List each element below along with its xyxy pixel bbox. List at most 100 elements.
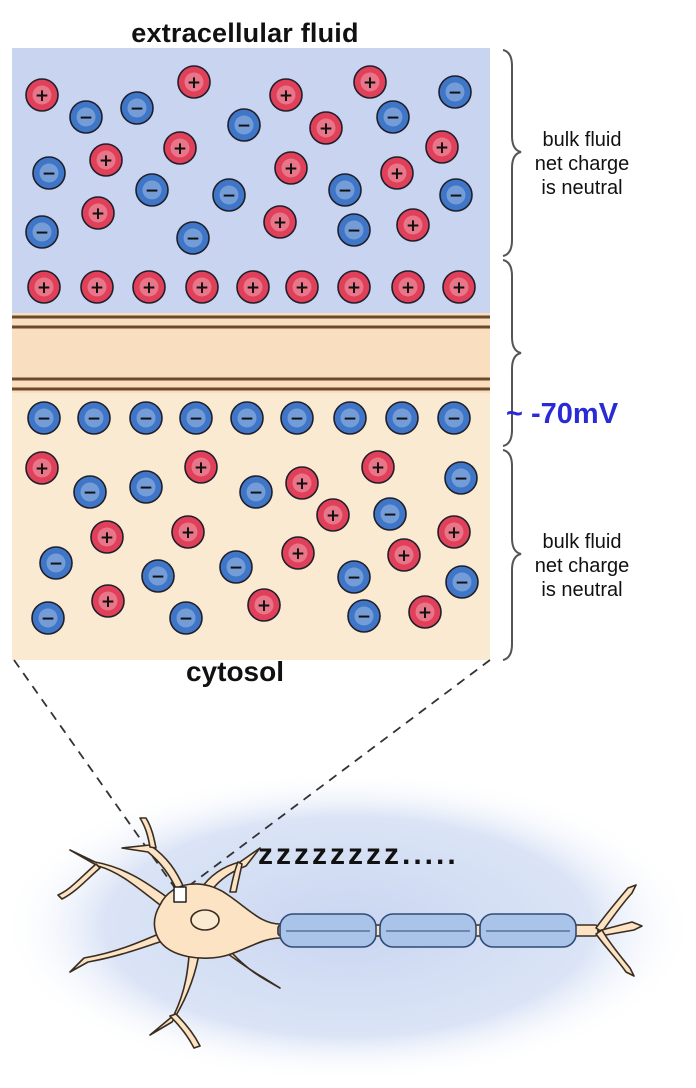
svg-text:+: +	[363, 73, 377, 93]
svg-text:−: −	[229, 558, 243, 578]
cation: +	[132, 270, 166, 304]
svg-text:−: −	[189, 409, 203, 429]
svg-text:−: −	[42, 164, 56, 184]
svg-text:+: +	[194, 458, 208, 478]
bracket-top-line-2: net charge	[534, 153, 630, 175]
anion: −	[328, 173, 362, 207]
svg-text:−: −	[347, 221, 361, 241]
svg-text:−: −	[447, 409, 461, 429]
svg-text:−: −	[83, 483, 97, 503]
anion: −	[27, 401, 61, 435]
anion: −	[25, 215, 59, 249]
svg-text:+: +	[347, 278, 361, 298]
cation: +	[281, 536, 315, 570]
anion: −	[32, 156, 66, 190]
svg-text:−: −	[395, 409, 409, 429]
anion: −	[77, 401, 111, 435]
svg-text:+: +	[91, 204, 105, 224]
anion: −	[438, 75, 472, 109]
svg-text:+: +	[291, 544, 305, 564]
anion: −	[212, 178, 246, 212]
anion: −	[69, 100, 103, 134]
svg-text:+: +	[435, 138, 449, 158]
svg-text:−: −	[455, 573, 469, 593]
svg-text:+: +	[371, 458, 385, 478]
cation: +	[177, 65, 211, 99]
cation: +	[90, 520, 124, 554]
bracket-bottom-line-3: is neutral	[541, 579, 623, 601]
dendrite-upper-mid	[139, 817, 157, 849]
ions-layer: +−−+−+++−−−+−+−+−++−−+−+−++++++++++−−−−−…	[25, 65, 479, 635]
svg-text:+: +	[279, 86, 293, 106]
cation: +	[236, 270, 270, 304]
svg-text:−: −	[139, 409, 153, 429]
svg-text:+: +	[35, 86, 49, 106]
svg-text:−: −	[41, 609, 55, 629]
brace-membrane	[502, 259, 522, 447]
anion: −	[227, 108, 261, 142]
svg-text:+: +	[99, 151, 113, 171]
svg-text:−: −	[448, 83, 462, 103]
bracket-bottom-label: bulk fluid net charge is neutral	[512, 530, 652, 602]
svg-text:−: −	[186, 229, 200, 249]
cation: +	[274, 151, 308, 185]
svg-text:−: −	[35, 223, 49, 243]
bracket-bottom-line-2: net charge	[534, 555, 630, 577]
svg-text:−: −	[357, 607, 371, 627]
svg-text:+: +	[173, 139, 187, 159]
svg-text:+: +	[295, 278, 309, 298]
anion: −	[135, 173, 169, 207]
cation: +	[80, 270, 114, 304]
anion: −	[219, 550, 253, 584]
svg-text:−: −	[454, 469, 468, 489]
svg-text:+: +	[401, 278, 415, 298]
svg-text:−: −	[347, 568, 361, 588]
svg-text:+: +	[100, 528, 114, 548]
brace-bottom	[502, 449, 522, 661]
anion: −	[333, 401, 367, 435]
bracket-bottom-line-1: bulk fluid	[542, 531, 622, 553]
svg-text:−: −	[343, 409, 357, 429]
anion: −	[337, 213, 371, 247]
svg-text:−: −	[79, 108, 93, 128]
membrane-potential-label: ~ -70mV	[506, 398, 619, 430]
cation: +	[380, 156, 414, 190]
svg-text:+: +	[35, 459, 49, 479]
bracket-top-line-3: is neutral	[541, 177, 623, 199]
svg-text:−: −	[139, 478, 153, 498]
svg-text:−: −	[37, 409, 51, 429]
cation: +	[316, 498, 350, 532]
neuron	[57, 817, 643, 1049]
dendrite-right-branch	[229, 861, 243, 893]
anion: −	[129, 470, 163, 504]
cation: +	[309, 111, 343, 145]
svg-text:−: −	[449, 186, 463, 206]
cation: +	[89, 143, 123, 177]
svg-text:−: −	[383, 505, 397, 525]
cation: +	[81, 196, 115, 230]
anion: −	[437, 401, 471, 435]
svg-text:+: +	[319, 119, 333, 139]
cation: +	[285, 466, 319, 500]
cation: +	[171, 515, 205, 549]
anion: −	[120, 91, 154, 125]
svg-text:−: −	[151, 567, 165, 587]
svg-text:+: +	[90, 278, 104, 298]
cation: +	[353, 65, 387, 99]
anion: −	[176, 221, 210, 255]
anion: −	[439, 178, 473, 212]
svg-text:+: +	[142, 278, 156, 298]
anion: −	[230, 401, 264, 435]
cation: +	[185, 270, 219, 304]
cation: +	[437, 515, 471, 549]
anion: −	[31, 601, 65, 635]
dendrite-lower-branch	[169, 1013, 201, 1049]
cytosol-label: cytosol	[185, 656, 285, 687]
cation: +	[425, 130, 459, 164]
svg-text:−: −	[386, 108, 400, 128]
svg-text:−: −	[237, 116, 251, 136]
svg-text:−: −	[240, 409, 254, 429]
anion: −	[179, 401, 213, 435]
svg-text:+: +	[101, 592, 115, 612]
